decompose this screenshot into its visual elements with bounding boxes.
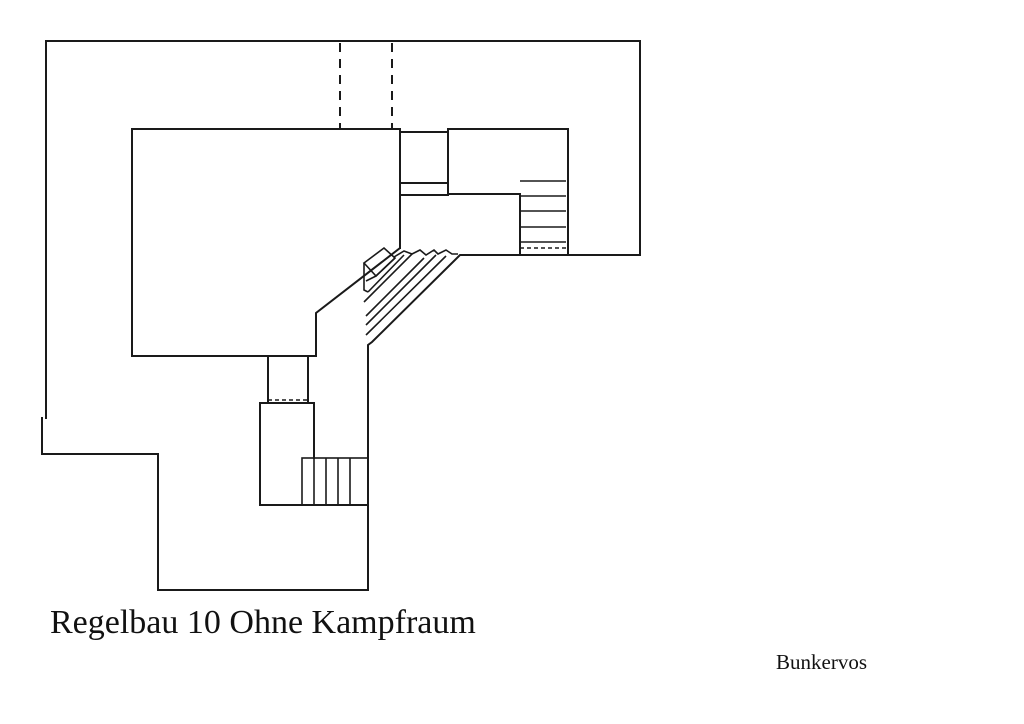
outer-wall: [41, 40, 641, 591]
diagonal-stairs: [362, 246, 458, 336]
upper-stairs: [520, 180, 566, 249]
upper-right-room: [447, 128, 569, 256]
lower-stairs: [301, 457, 369, 506]
corridor-wall: [399, 194, 449, 249]
main-chamber: [131, 128, 401, 357]
diagram-credit: Bunkervos: [776, 650, 867, 674]
lower-passage: [267, 355, 309, 404]
diagram-caption: Regelbau 10 Ohne Kampfraum: [50, 604, 476, 641]
upper-passage: [399, 131, 449, 184]
